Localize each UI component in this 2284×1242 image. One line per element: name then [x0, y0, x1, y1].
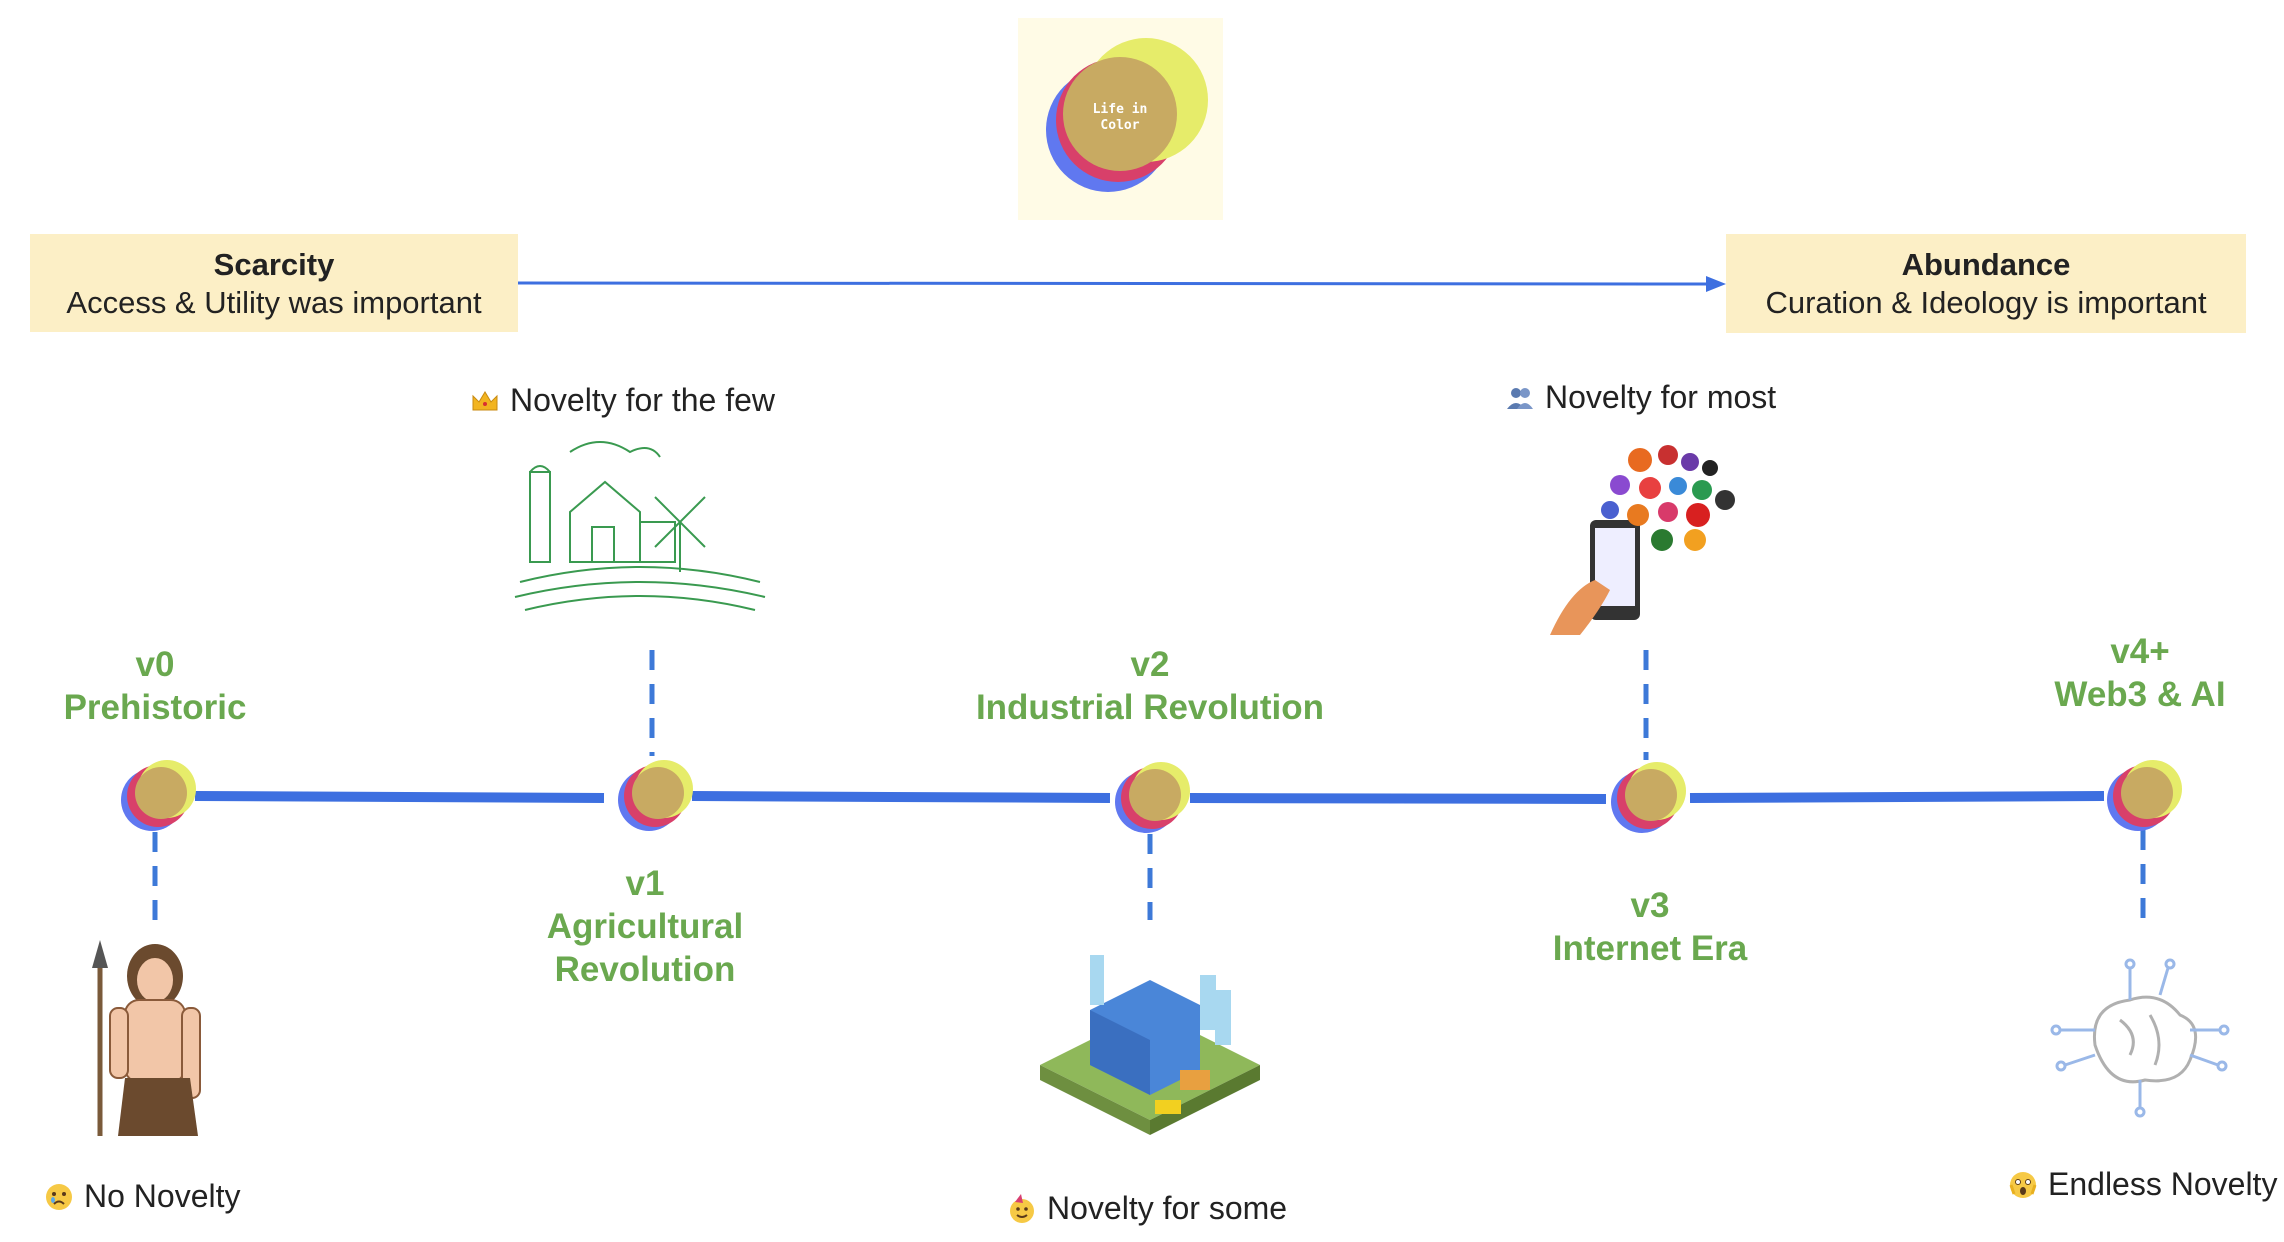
logo: Life in Color [1018, 18, 1223, 220]
timeline-segment-3 [1189, 793, 1607, 804]
logo-text: Life in Color [1092, 102, 1148, 133]
caveman-illustration [92, 940, 201, 1136]
era-v1: v1 Agricultural Revolution [500, 862, 790, 991]
people-icon [1507, 388, 1533, 409]
era-v2: v2 Industrial Revolution [950, 643, 1350, 729]
note-few-text: Novelty for the few [510, 382, 775, 418]
era-v1-version: v1 [625, 864, 665, 903]
era-v3: v3 Internet Era [1500, 884, 1800, 970]
timeline-segment-4 [1689, 791, 2105, 803]
arrow-head [1706, 276, 1726, 292]
node-v4 [2107, 760, 2182, 831]
era-v3-version: v3 [1630, 886, 1670, 925]
note-most: Novelty for most [1505, 379, 1776, 416]
timeline-segment-2 [691, 791, 1111, 803]
timeline-segment-1 [194, 791, 605, 803]
abundance-title: Abundance [1901, 247, 2071, 282]
era-v4-name: Web3 & AI [2054, 675, 2226, 714]
note-few: Novelty for the few [470, 382, 775, 419]
era-v0-version: v0 [135, 645, 175, 684]
logo-circles [1046, 38, 1208, 192]
era-v0-name: Prehistoric [63, 688, 247, 727]
note-no-novelty: No Novelty [44, 1178, 241, 1215]
crying-face-icon [46, 1184, 72, 1210]
farm-illustration [514, 441, 766, 611]
scarcity-subtitle: Access & Utility was important [66, 285, 482, 320]
abundance-subtitle: Curation & Ideology is important [1765, 285, 2207, 320]
node-v3 [1611, 762, 1686, 833]
era-v1-name-line1: Agricultural [546, 907, 744, 946]
era-v2-version: v2 [1130, 645, 1170, 684]
note-some: Novelty for some [1007, 1190, 1287, 1227]
note-endless-text: Endless Novelty [2048, 1166, 2278, 1202]
era-v3-name: Internet Era [1552, 929, 1748, 968]
era-v4-version: v4+ [2110, 632, 2170, 671]
note-some-text: Novelty for some [1047, 1190, 1288, 1226]
party-face-icon [1010, 1194, 1034, 1223]
abundance-box: Abundance Curation & Ideology is importa… [1726, 234, 2246, 333]
era-v2-name: Industrial Revolution [975, 688, 1325, 727]
crown-icon [472, 391, 498, 411]
brain-circuit-illustration [2050, 958, 2230, 1118]
phone-apps-illustration [1550, 445, 1735, 635]
screaming-face-icon [2009, 1172, 2037, 1198]
note-no-novelty-text: No Novelty [84, 1178, 241, 1214]
scarcity-abundance-arrow [517, 281, 1709, 286]
scarcity-box: Scarcity Access & Utility was important [30, 234, 518, 332]
scarcity-title: Scarcity [213, 247, 335, 282]
era-v4: v4+ Web3 & AI [2020, 630, 2260, 716]
factory-illustration [1040, 955, 1260, 1135]
node-v0 [121, 760, 196, 831]
note-endless: Endless Novelty [2008, 1166, 2277, 1203]
era-v1-name-line2: Revolution [554, 950, 736, 989]
node-v2 [1115, 762, 1190, 833]
note-most-text: Novelty for most [1545, 379, 1777, 415]
node-v1 [618, 760, 693, 831]
era-v0: v0 Prehistoric [55, 643, 255, 729]
